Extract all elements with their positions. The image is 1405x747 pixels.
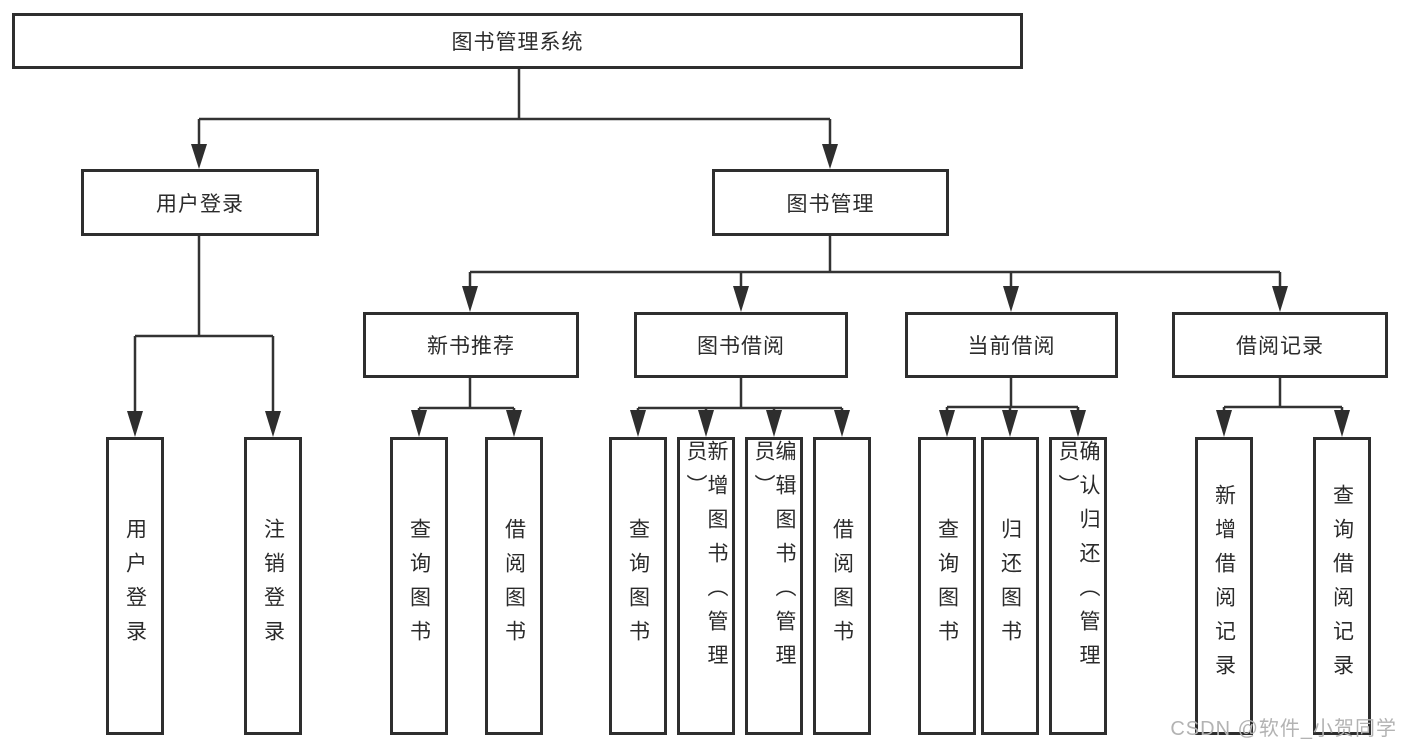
node-label: 借阅记录 <box>1236 335 1324 358</box>
watermark: CSDN @软件_小贺同学 <box>1170 718 1397 740</box>
arrowhead <box>630 410 646 437</box>
arrowhead <box>1334 410 1350 437</box>
arrowhead <box>191 144 207 169</box>
arrowhead <box>462 286 478 312</box>
arrowhead <box>127 411 143 437</box>
node-label: 编辑图书（管理员） <box>752 440 796 678</box>
arrowhead <box>822 144 838 169</box>
leaf-query-books-borrow: 查询图书 <box>609 437 667 735</box>
connector-user-login-children <box>127 235 281 437</box>
node-label: 图书管理系统 <box>451 31 584 54</box>
node-label: 新书推荐 <box>427 335 515 358</box>
node-label: 新增借阅记录 <box>1212 484 1236 688</box>
leaf-borrow-books: 借阅图书 <box>813 437 871 735</box>
node-book-borrow: 图书借阅 <box>634 312 848 378</box>
node-label: 确认归还（管理员） <box>1056 440 1100 678</box>
arrowhead <box>733 286 749 312</box>
node-label: 图书管理 <box>786 192 875 216</box>
connector-book-mgmt-children <box>462 235 1288 312</box>
leaf-query-books-recommend: 查询图书 <box>390 437 448 735</box>
node-label: 查询图书 <box>935 518 959 654</box>
leaf-edit-books-admin: 编辑图书（管理员） <box>745 437 803 735</box>
node-label: 用户登录 <box>156 192 244 216</box>
arrowhead <box>1216 410 1232 437</box>
node-label: 借阅图书 <box>830 518 854 654</box>
arrowhead <box>698 410 714 437</box>
arrowhead <box>1002 410 1018 437</box>
node-label: 注销登录 <box>261 518 285 654</box>
connector-root-to-level2 <box>191 68 838 169</box>
arrowhead <box>1070 410 1086 437</box>
node-label: 查询借阅记录 <box>1330 484 1354 688</box>
node-user-login: 用户登录 <box>81 169 319 236</box>
node-label: 查询图书 <box>407 518 431 654</box>
node-label: 归还图书 <box>998 518 1022 654</box>
connector-current-borrow-children <box>939 377 1086 437</box>
node-book-management: 图书管理 <box>712 169 949 236</box>
arrowhead <box>834 410 850 437</box>
connector-book-borrow-children <box>630 377 850 437</box>
arrowhead <box>766 410 782 437</box>
leaf-borrow-books-recommend: 借阅图书 <box>485 437 543 735</box>
arrowhead <box>411 410 427 437</box>
node-current-borrow: 当前借阅 <box>905 312 1118 378</box>
leaf-add-books-admin: 新增图书（管理员） <box>677 437 735 735</box>
leaf-logout: 注销登录 <box>244 437 302 735</box>
node-borrow-records: 借阅记录 <box>1172 312 1388 378</box>
node-library-system: 图书管理系统 <box>12 13 1023 69</box>
leaf-confirm-return-admin: 确认归还（管理员） <box>1049 437 1107 735</box>
leaf-add-borrow-record: 新增借阅记录 <box>1195 437 1253 735</box>
leaf-query-borrow-record: 查询借阅记录 <box>1313 437 1371 735</box>
arrowhead <box>1272 286 1288 312</box>
leaf-return-books: 归还图书 <box>981 437 1039 735</box>
leaf-query-books-current: 查询图书 <box>918 437 976 735</box>
node-label: 借阅图书 <box>502 518 526 654</box>
node-label: 当前借阅 <box>967 335 1056 358</box>
arrowhead <box>265 411 281 437</box>
arrowhead <box>1003 286 1019 312</box>
connector-borrow-records-children <box>1216 377 1350 437</box>
connector-new-book-children <box>411 377 522 437</box>
node-label: 新增图书（管理员） <box>684 440 728 678</box>
node-label: 用户登录 <box>123 518 147 654</box>
node-label: 查询图书 <box>626 518 650 654</box>
node-new-book-recommend: 新书推荐 <box>363 312 579 378</box>
node-label: 图书借阅 <box>697 335 785 358</box>
arrowhead <box>506 410 522 437</box>
arrowhead <box>939 410 955 437</box>
leaf-user-login: 用户登录 <box>106 437 164 735</box>
